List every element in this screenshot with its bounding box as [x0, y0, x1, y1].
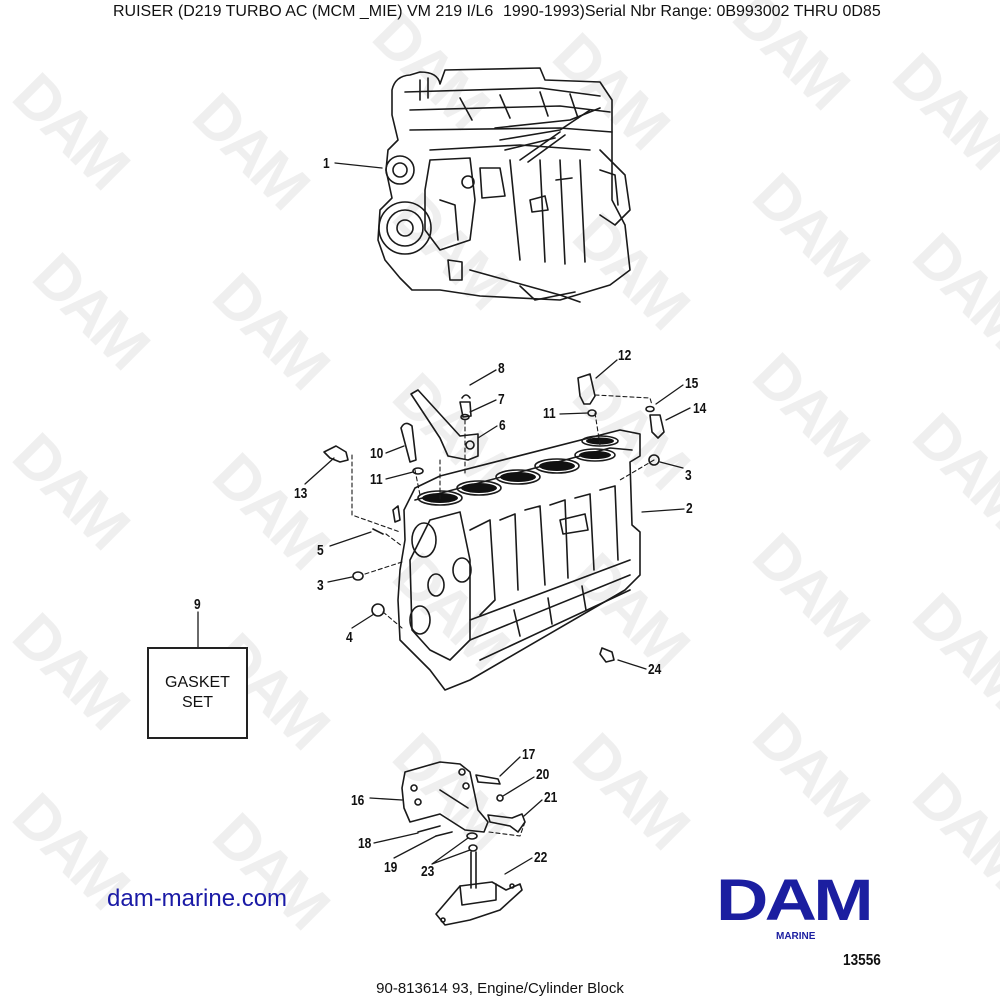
- callout-17: 17: [522, 746, 536, 763]
- cylinder-block-illustration: [397, 429, 641, 691]
- leader-lines: [197, 162, 691, 875]
- callout-12: 12: [618, 347, 632, 364]
- callout-10: 10: [370, 445, 384, 462]
- callout-23: 23: [421, 863, 435, 880]
- callout-7: 7: [498, 391, 505, 408]
- header-title-right: 1990-1993)Serial Nbr Range: 0B993002 THR…: [503, 3, 881, 20]
- gasket-set-box: GASKET SET: [147, 647, 248, 739]
- callout-24: 24: [648, 661, 662, 678]
- callout-9: 9: [194, 596, 201, 613]
- callout-15: 15: [685, 375, 699, 392]
- dam-logo-subtitle: MARINE: [776, 931, 816, 942]
- figure-number: 13556: [843, 952, 881, 969]
- engine-mount-illustration: [401, 761, 526, 926]
- callout-5: 5: [317, 542, 324, 559]
- callout-20: 20: [536, 766, 550, 783]
- complete-engine-illustration: [377, 67, 631, 303]
- dam-logo: DAM: [716, 868, 874, 933]
- gasket-set-line2: SET: [181, 694, 214, 711]
- callout-19: 19: [384, 859, 398, 876]
- page-header: RUISER (D219 TURBO AC (MCM _MIE) VM 219 …: [0, 0, 1000, 26]
- callout-3: 3: [317, 577, 324, 594]
- callout-4: 4: [346, 629, 353, 646]
- callout-6: 6: [499, 417, 506, 434]
- callout-13: 13: [294, 485, 308, 502]
- callout-3: 3: [685, 467, 692, 484]
- callout-11: 11: [370, 471, 383, 488]
- callout-8: 8: [498, 360, 505, 377]
- header-title-left: RUISER (D219 TURBO AC (MCM _MIE) VM 219 …: [113, 3, 494, 20]
- callout-18: 18: [358, 835, 372, 852]
- callout-11: 11: [543, 405, 556, 422]
- callout-2: 2: [686, 500, 693, 517]
- gasket-set-line1: GASKET: [165, 674, 230, 691]
- footer-caption: 90-813614 93, Engine/Cylinder Block: [376, 980, 624, 997]
- callout-21: 21: [544, 789, 558, 806]
- callout-14: 14: [693, 400, 707, 417]
- callout-1: 1: [323, 155, 330, 172]
- callout-22: 22: [534, 849, 548, 866]
- callout-16: 16: [351, 792, 365, 809]
- dam-marine-link[interactable]: dam-marine.com: [107, 885, 288, 912]
- block-components: [323, 373, 665, 663]
